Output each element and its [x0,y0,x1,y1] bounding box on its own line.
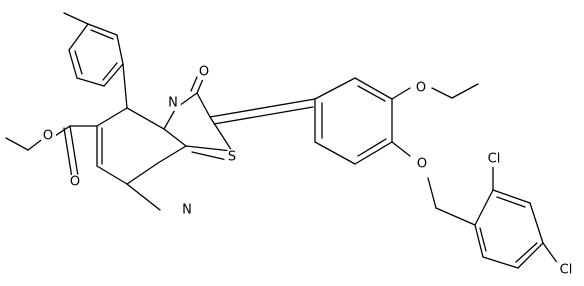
atom-label-o-ester: O [43,129,53,144]
atom-label-cl-2: Cl [488,152,501,167]
atom-n: N [165,95,181,111]
atom-label-s: S [228,150,236,165]
atom-o-ester: O [40,128,56,144]
atom-label-cl-4: Cl [560,263,573,278]
atom-o-carbonyl: O [196,64,212,80]
bond-ch2-ring [435,207,476,226]
atom-o-benzyloxy: O [414,156,430,172]
atom-label-o-benzyloxy: O [417,157,427,172]
tolyl-ring [68,23,124,87]
bond-carbonyl [196,78,204,94]
bond-ester-carbonyl [69,125,79,177]
bond-ethoxy-ch3 [451,83,479,99]
bond-tolyl-methyl [63,12,89,25]
bond-ring-methyl [126,183,161,211]
atom-n-ring: N [179,202,195,218]
atom-o-ethoxy: O [413,80,429,96]
bond-ethoxy-o [391,87,411,100]
bond-ester-ch3 [5,137,29,151]
atom-label-o-ester-carbonyl: O [70,175,80,190]
benzylidene-ring [314,77,393,165]
atom-s: S [224,149,240,165]
bond-tolyl-c5 [122,63,128,109]
atom-cl-2: Cl [484,151,504,167]
atom-labels: N S O N O O O O [40,64,576,278]
atom-label-n: N [168,96,178,111]
atom-label-n-ring: N [182,203,192,218]
atom-o-ester-carbonyl: O [67,174,83,190]
bond-benzyloxy-ch2 [427,177,437,209]
bond-benzyloxy-o [391,141,411,157]
atom-label-o-ethoxy: O [416,81,426,96]
bond-cl-4 [542,242,559,265]
pyrimidine-ring [96,107,187,185]
bond-ethoxy-ch2 [431,87,453,99]
atom-label-o-carbonyl: O [199,65,209,80]
bond-exocyclic-double [209,98,316,118]
dichlorophenyl-ring [474,189,544,269]
bonds [5,12,559,269]
atom-cl-4: Cl [556,262,576,278]
